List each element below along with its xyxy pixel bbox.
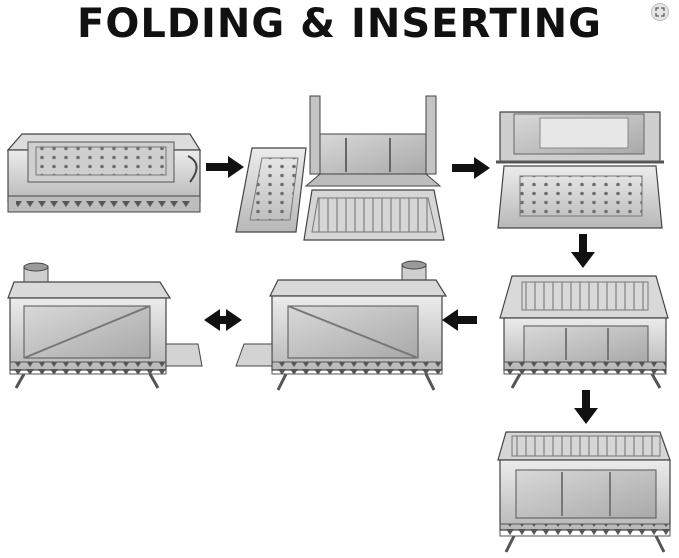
arrow-icon	[571, 234, 595, 268]
arrow-icon	[574, 390, 598, 424]
arrow-icon	[206, 156, 244, 178]
stage-final-grill	[498, 432, 670, 552]
stage-stove-left	[8, 263, 202, 388]
arrow-icon	[442, 309, 477, 331]
stage-assembled-box	[500, 276, 668, 388]
stage-stove-with-chimney	[236, 261, 446, 390]
arrow-icon	[452, 157, 490, 179]
stage-folded-box	[8, 134, 200, 212]
stage-opened-tray	[496, 112, 664, 228]
double-arrow-icon	[204, 309, 242, 331]
stage-unfolded-parts	[236, 96, 444, 240]
